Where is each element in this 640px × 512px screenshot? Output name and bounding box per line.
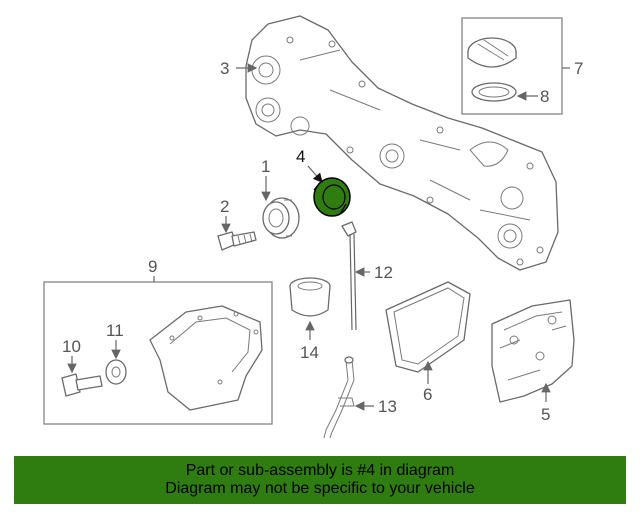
part-10-drain-plug[interactable]: [61, 373, 103, 397]
info-banner: Part or sub-assembly is #4 in diagram Di…: [14, 456, 626, 504]
part-9-oil-pan-assembly[interactable]: [43, 281, 273, 425]
part-6-gasket[interactable]: [385, 281, 471, 373]
part-8-cap-seal[interactable]: [471, 82, 517, 102]
callout-5: 5: [541, 405, 550, 424]
part-13-dipstick-tube[interactable]: [323, 356, 355, 439]
callout-4: 4: [296, 147, 305, 166]
callout-7: 7: [574, 59, 583, 78]
banner-line-disclaimer: Diagram may not be specific to your vehi…: [165, 480, 475, 497]
part-11-drain-gasket[interactable]: [105, 359, 127, 385]
timing-cover: [245, 15, 559, 271]
callout-2: 2: [220, 197, 229, 216]
part-4-seal-highlighted[interactable]: [313, 177, 351, 217]
callout-13: 13: [378, 397, 397, 416]
callout-10: 10: [62, 337, 81, 356]
callout-6: 6: [423, 385, 432, 404]
part-14-oil-filter[interactable]: [289, 277, 331, 317]
callout-3: 3: [220, 59, 229, 78]
part-5-chain-cover[interactable]: [491, 299, 575, 403]
callout-8: 8: [540, 87, 549, 106]
callout-1: 1: [261, 157, 270, 176]
callout-14: 14: [300, 343, 319, 362]
part-12-dipstick[interactable]: [341, 221, 357, 331]
callout-9: 9: [148, 257, 157, 276]
part-1-crank-pulley[interactable]: [262, 197, 300, 239]
banner-line-part: Part or sub-assembly is #4 in diagram: [185, 462, 455, 479]
part-2-bolt[interactable]: [217, 231, 257, 251]
parts-diagram: 3 4 1 2 7 8 9 10 11 12 13 14 6 5: [43, 15, 583, 439]
callout-11: 11: [106, 321, 124, 340]
leader-lines: [67, 63, 570, 411]
callout-12: 12: [374, 263, 393, 282]
